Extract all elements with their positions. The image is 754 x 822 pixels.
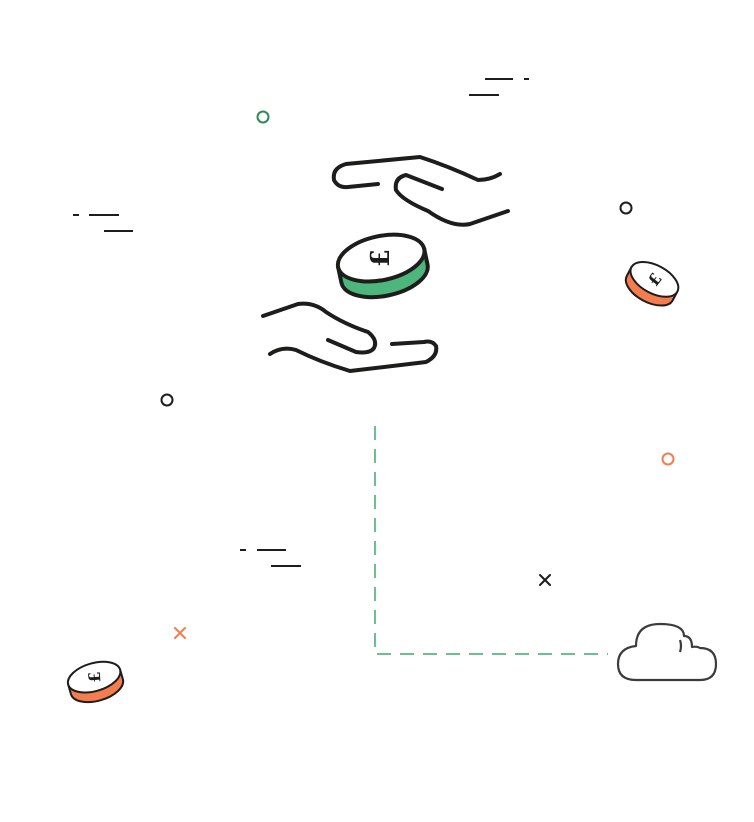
green-circle-icon bbox=[256, 110, 270, 124]
black-cross-icon bbox=[539, 574, 551, 586]
dash-lines-left bbox=[73, 214, 133, 232]
cloud-icon bbox=[616, 622, 718, 682]
black-circle-icon-right bbox=[619, 201, 633, 215]
upper-hand-icon bbox=[331, 155, 510, 227]
dash-lines-middle bbox=[240, 549, 301, 567]
central-coin-icon: £ bbox=[335, 232, 430, 300]
orange-cross-icon bbox=[174, 627, 186, 639]
right-coin-icon: £ bbox=[624, 260, 680, 307]
left-coin-icon: £ bbox=[66, 660, 125, 704]
dash-lines-top-right bbox=[469, 78, 529, 96]
left-coin-symbol: £ bbox=[85, 671, 105, 683]
lower-hand-icon bbox=[261, 301, 439, 373]
central-coin-symbol: £ bbox=[366, 249, 396, 267]
dashed-connector-path bbox=[374, 426, 608, 655]
orange-circle-icon bbox=[661, 452, 675, 466]
black-circle-icon-left bbox=[160, 393, 174, 407]
